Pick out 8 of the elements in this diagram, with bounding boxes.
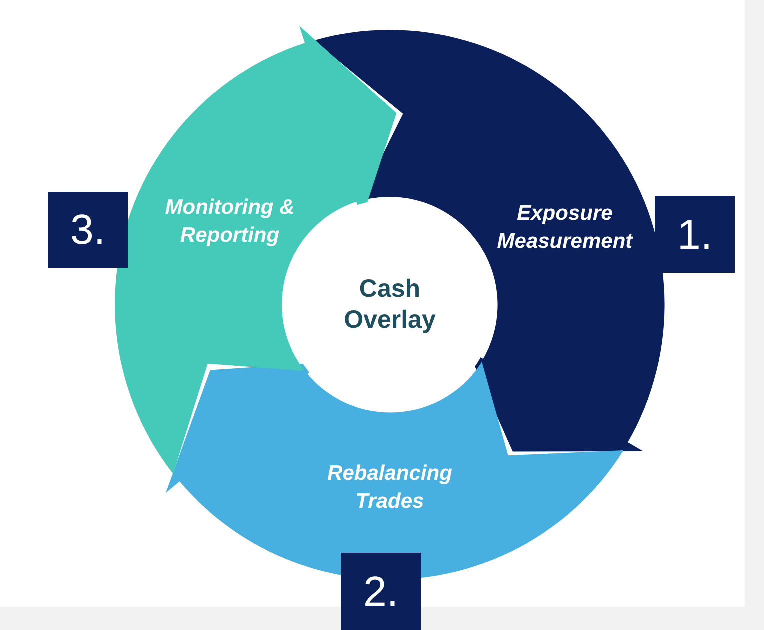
stage-label: Rebalancing Trades (326, 460, 454, 515)
step-number: 1. (655, 196, 735, 273)
center-label: Cash Overlay (343, 274, 437, 336)
stage-label: Exposure Measurement (496, 201, 634, 255)
ring-segment (314, 30, 665, 452)
stage-label: Monitoring & Reporting (164, 194, 296, 249)
step-number: 3. (48, 192, 128, 268)
step-number: 2. (341, 553, 421, 630)
